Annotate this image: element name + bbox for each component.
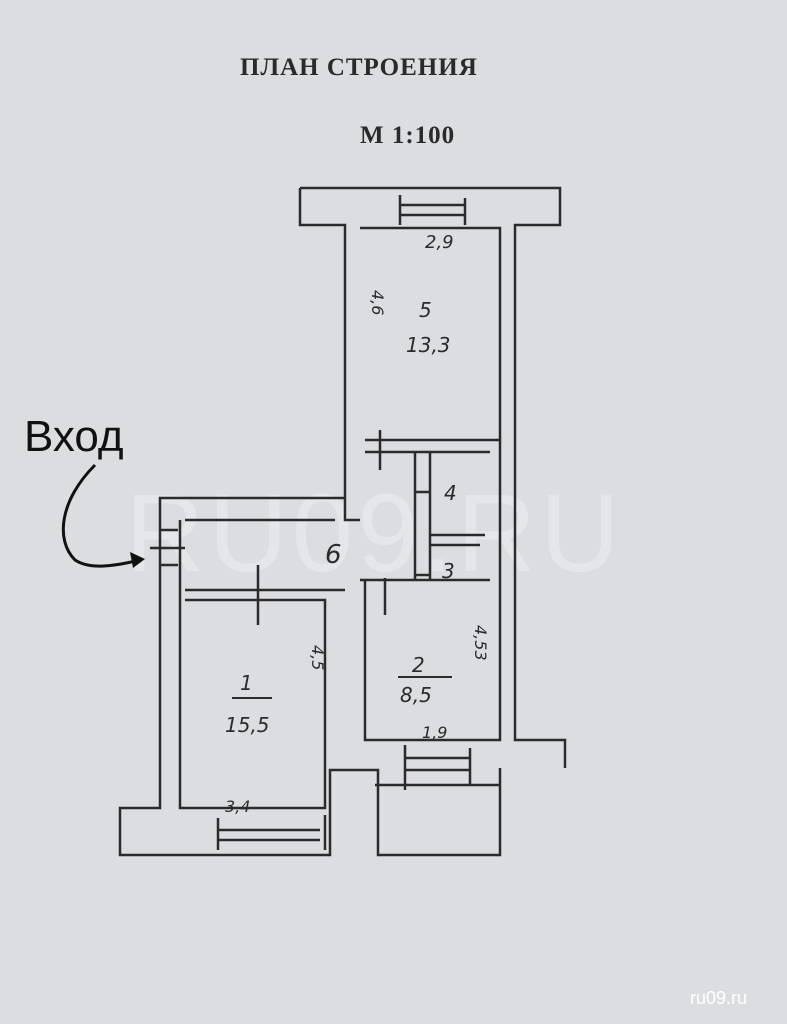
- room-6-number: 6: [325, 540, 342, 570]
- room-3-number: 3: [442, 559, 455, 583]
- outer-wall: [118, 186, 567, 857]
- room-2-area: 8,5: [400, 683, 432, 707]
- walls: [118, 186, 567, 857]
- room-5-number: 5: [419, 298, 432, 322]
- room-5-length: 4,6: [368, 290, 387, 315]
- entry-arrow-icon: [61, 463, 141, 568]
- room-1-length: 4,5: [308, 645, 327, 670]
- room-1-number: 1: [240, 671, 253, 695]
- room-5-width: 2,9: [425, 232, 454, 253]
- room-4-number: 4: [444, 481, 457, 505]
- room-5-area: 13,3: [406, 333, 451, 357]
- inner-wall: [178, 438, 500, 810]
- doors: [256, 430, 430, 625]
- plan-scale: М 1:100: [360, 122, 456, 149]
- room-2-width: 1,9: [422, 723, 447, 742]
- room-2-number: 2: [412, 653, 425, 677]
- site-watermark: ru09.ru: [690, 988, 748, 1008]
- arrow-head-icon: [130, 552, 145, 568]
- room-1-area: 15,5: [225, 713, 270, 737]
- windows: [150, 195, 472, 850]
- watermark: RU09.RU: [125, 472, 624, 595]
- plan-title: ПЛАН СТРОЕНИЯ: [240, 54, 478, 81]
- room-1-width: 3,4: [225, 797, 250, 816]
- room-2-length: 4,53: [471, 625, 490, 661]
- entry-label: Вход: [24, 412, 124, 461]
